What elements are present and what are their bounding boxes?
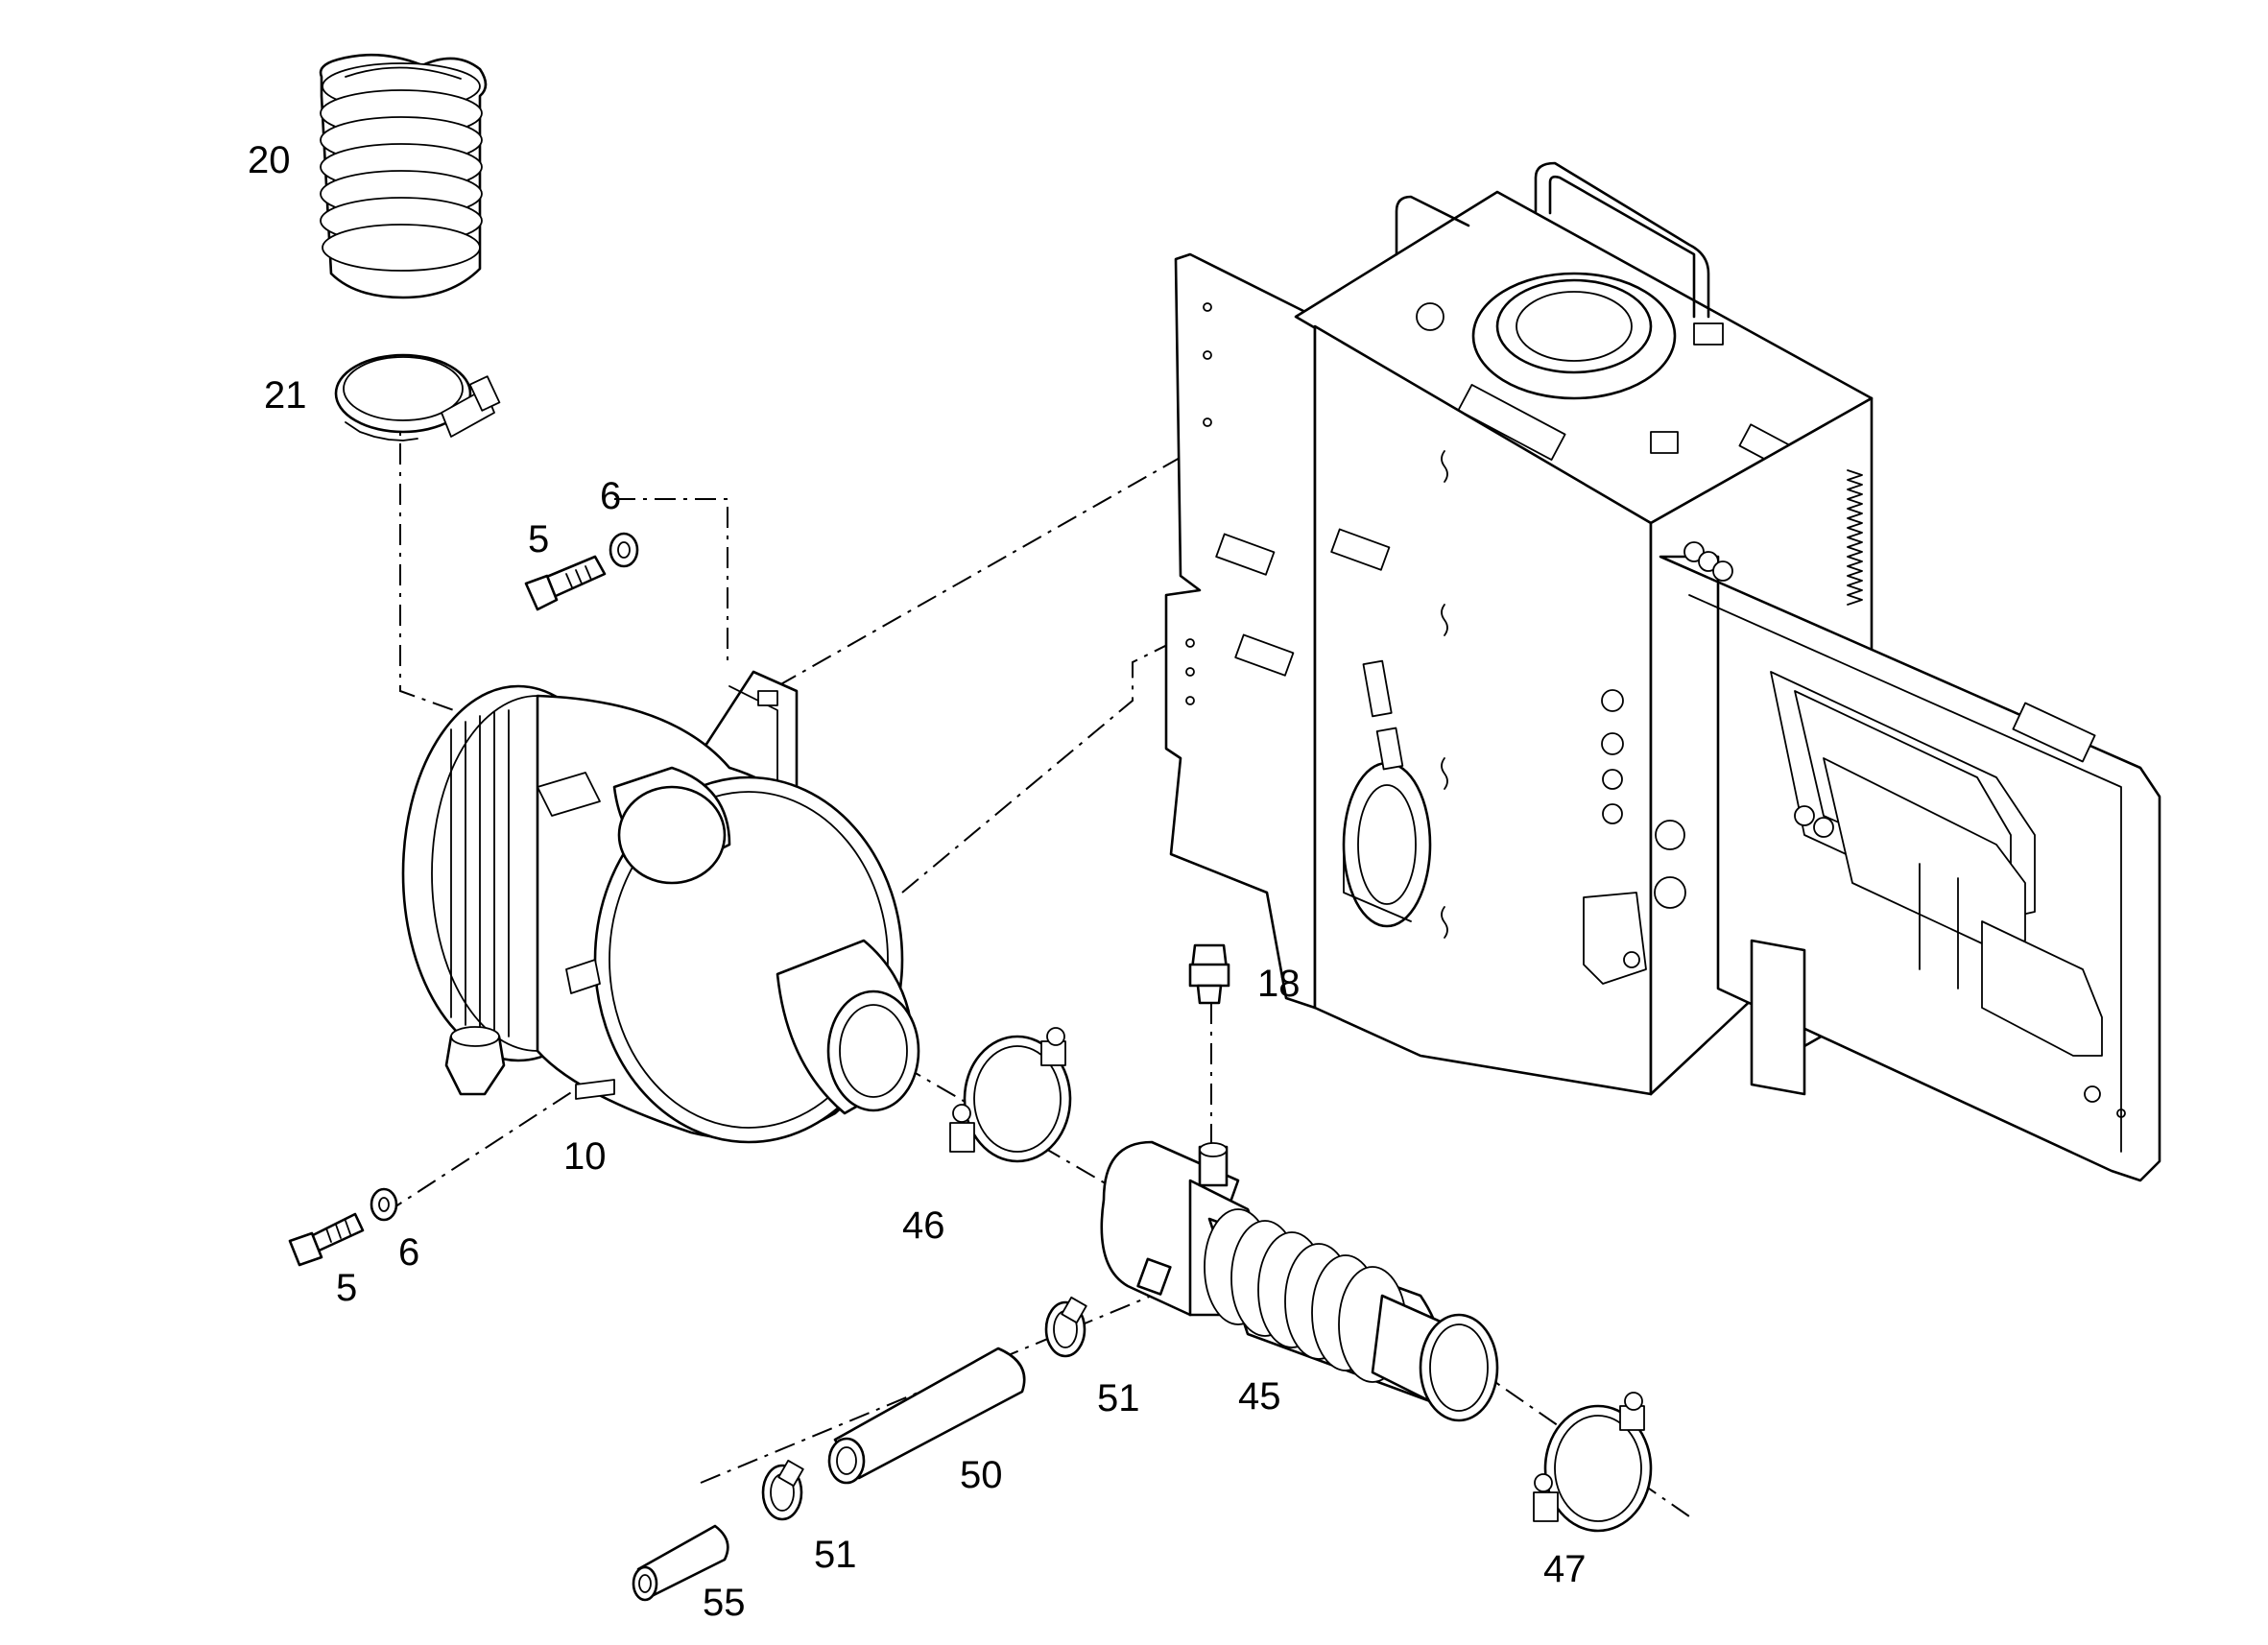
part-51-clamp-upper bbox=[1044, 1296, 1087, 1358]
frame-assembly bbox=[1164, 161, 2161, 1182]
part-50-hose bbox=[827, 1347, 1026, 1485]
part-51-clamp-lower bbox=[761, 1459, 804, 1521]
part-46-pipe-clamp bbox=[949, 1027, 1072, 1163]
callout-47: 47 bbox=[1543, 1548, 1587, 1590]
part-20-bellows bbox=[319, 53, 488, 299]
callout-51-lower: 51 bbox=[814, 1534, 857, 1576]
callout-45: 45 bbox=[1238, 1375, 1281, 1418]
part-21-hose-clamp bbox=[334, 353, 501, 441]
callout-6-lower: 6 bbox=[398, 1231, 419, 1274]
part-6-washer-lower bbox=[370, 1187, 398, 1222]
part-18-sensor bbox=[1188, 943, 1230, 1005]
callout-21: 21 bbox=[264, 374, 307, 417]
part-45-intake-pipe bbox=[1100, 1140, 1499, 1422]
callout-10: 10 bbox=[563, 1135, 607, 1178]
callout-46: 46 bbox=[902, 1204, 945, 1247]
callout-6-upper: 6 bbox=[600, 475, 621, 517]
callout-5-lower: 5 bbox=[336, 1267, 357, 1309]
callout-51-upper: 51 bbox=[1097, 1377, 1140, 1419]
callout-5-upper: 5 bbox=[528, 518, 549, 560]
part-5-bolt-lower bbox=[288, 1212, 365, 1267]
part-5-bolt-upper bbox=[524, 555, 607, 611]
callout-18: 18 bbox=[1257, 963, 1301, 1005]
callout-labels: 20 21 5 6 10 5 6 46 18 45 51 50 51 55 47 bbox=[248, 139, 1587, 1624]
callout-20: 20 bbox=[248, 139, 291, 181]
callout-50: 50 bbox=[960, 1454, 1003, 1496]
callout-55: 55 bbox=[703, 1582, 746, 1624]
part-10-air-filter bbox=[401, 670, 920, 1144]
part-55-tube bbox=[632, 1524, 729, 1602]
part-47-pipe-clamp bbox=[1533, 1392, 1653, 1533]
part-6-washer-upper bbox=[609, 532, 639, 568]
